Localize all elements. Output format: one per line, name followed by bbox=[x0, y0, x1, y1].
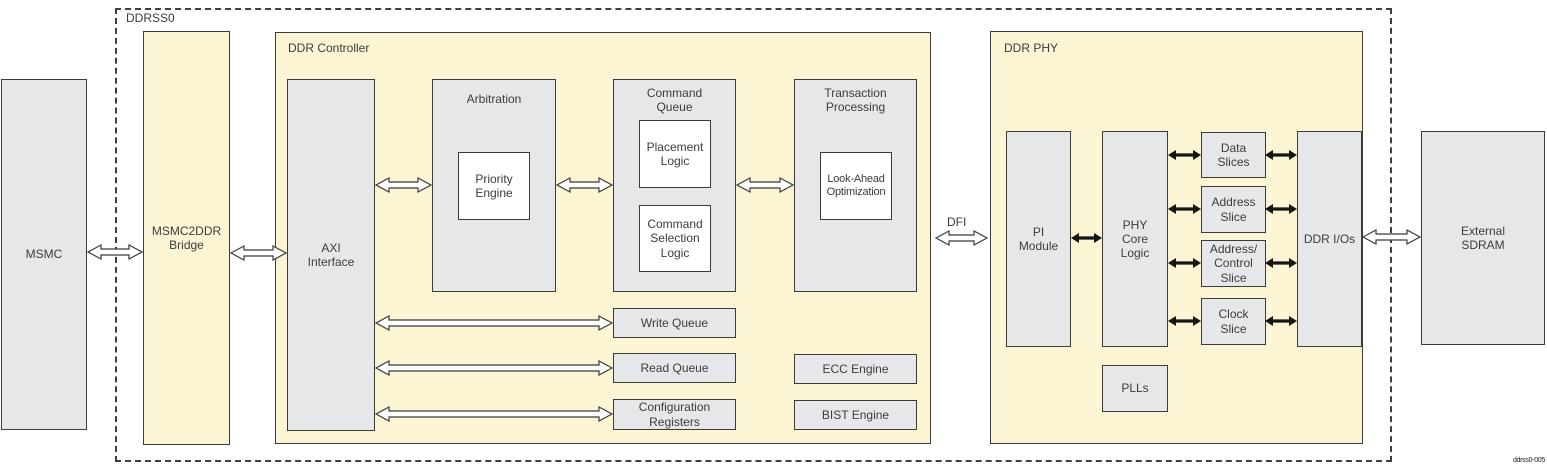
figure-tag: ddrss0-005 bbox=[1512, 457, 1545, 464]
arrow-addrctrlslice-ios bbox=[1265, 258, 1297, 268]
arrow-addressslice-ios bbox=[1265, 204, 1297, 214]
arrow-ios-externalsdram bbox=[1362, 228, 1421, 246]
arrow-clockslice-ios bbox=[1265, 316, 1297, 326]
arrow-dataslices-ios bbox=[1265, 150, 1297, 160]
block-external-sdram: External SDRAM bbox=[1421, 131, 1545, 345]
block-plls: PLLs bbox=[1102, 365, 1168, 412]
arrow-phycore-addressslice bbox=[1168, 204, 1201, 214]
block-pi-module: PI Module bbox=[1006, 131, 1071, 347]
block-arbitration: Arbitration bbox=[432, 79, 556, 292]
ddr-controller-title: DDR Controller bbox=[288, 41, 370, 55]
arrow-axi-configregisters bbox=[375, 405, 613, 423]
block-command-selection-logic: Command Selection Logic bbox=[639, 205, 711, 272]
block-msmc: MSMC bbox=[1, 79, 87, 430]
arrow-phycore-clockslice bbox=[1168, 316, 1201, 326]
arrow-axi-readqueue bbox=[375, 359, 613, 377]
arrow-phycore-addrctrlslice bbox=[1168, 258, 1201, 268]
arrow-bridge-axi bbox=[230, 244, 287, 262]
block-placement-logic: Placement Logic bbox=[639, 120, 711, 188]
block-transaction-processing: Transaction Processing bbox=[794, 79, 917, 292]
block-phy-core-logic: PHY Core Logic bbox=[1102, 131, 1168, 347]
block-address-slice: Address Slice bbox=[1201, 186, 1266, 233]
arrow-phycore-dataslices bbox=[1168, 150, 1201, 160]
arrow-msmc-bridge bbox=[87, 243, 143, 261]
dfi-label: DFI bbox=[947, 215, 967, 229]
arrow-axi-arbitration bbox=[375, 176, 432, 194]
arrow-arbitration-commandqueue bbox=[556, 176, 613, 194]
block-priority-engine: Priority Engine bbox=[458, 152, 530, 220]
block-read-queue: Read Queue bbox=[613, 353, 736, 383]
ddrss0-label: DDRSS0 bbox=[126, 11, 175, 25]
block-write-queue: Write Queue bbox=[613, 308, 736, 338]
arrow-dfi bbox=[935, 229, 988, 247]
block-address-control-slice: Address/ Control Slice bbox=[1201, 240, 1266, 287]
block-configuration-registers: Configuration Registers bbox=[613, 399, 736, 430]
arrow-axi-writequeue bbox=[375, 314, 613, 332]
block-clock-slice: Clock Slice bbox=[1201, 298, 1266, 345]
ddr-phy-title: DDR PHY bbox=[1004, 41, 1059, 55]
block-msmc2ddr-bridge: MSMC2DDR Bridge bbox=[143, 31, 230, 445]
block-data-slices: Data Slices bbox=[1201, 132, 1266, 178]
block-look-ahead-optimization: Look-Ahead Optimization bbox=[820, 152, 892, 220]
block-axi-interface: AXI Interface bbox=[287, 79, 375, 431]
block-ecc-engine: ECC Engine bbox=[794, 354, 917, 384]
arrow-pi-phycore bbox=[1071, 233, 1102, 243]
block-ddr-ios: DDR I/Os bbox=[1297, 131, 1362, 347]
arrow-commandqueue-transaction bbox=[736, 176, 794, 194]
block-bist-engine: BIST Engine bbox=[794, 400, 917, 430]
